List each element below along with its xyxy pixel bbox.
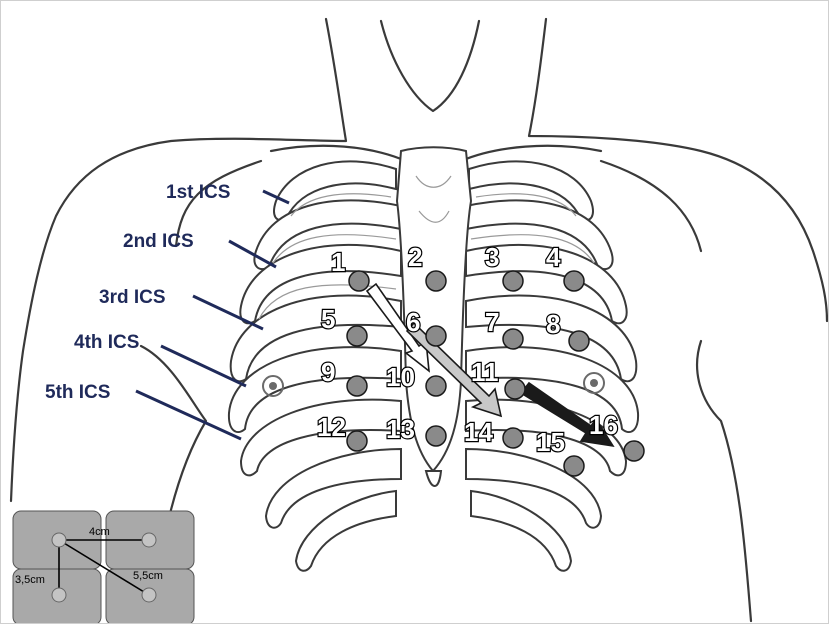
ics5-label: 5th ICS bbox=[45, 382, 110, 403]
point-14-label: 14 bbox=[464, 417, 493, 447]
point-11-label: 11 bbox=[471, 357, 499, 387]
legend-contact-2 bbox=[142, 533, 156, 547]
ics3-label: 3rd ICS bbox=[99, 287, 166, 308]
point-4-label: 4 bbox=[546, 242, 561, 272]
legend-contact-4 bbox=[142, 588, 156, 602]
point-1-label: 1 bbox=[331, 247, 345, 277]
point-8-marker bbox=[569, 331, 589, 351]
point-13-marker bbox=[426, 426, 446, 446]
point-13-label: 13 bbox=[386, 414, 415, 444]
point-16-marker bbox=[624, 441, 644, 461]
ics2-label: 2nd ICS bbox=[123, 231, 194, 252]
point-10-marker bbox=[426, 376, 446, 396]
point-7-marker bbox=[503, 329, 523, 349]
point-4-marker bbox=[564, 271, 584, 291]
point-9-label: 9 bbox=[321, 357, 335, 387]
point-12-marker bbox=[347, 431, 367, 451]
leader-line-ics5 bbox=[136, 391, 241, 439]
point-10-label: 10 bbox=[386, 362, 415, 392]
legend-diagonal-label: 5,5cm bbox=[133, 570, 163, 582]
point-3-marker bbox=[503, 271, 523, 291]
point-15-marker bbox=[564, 456, 584, 476]
point-2-label: 2 bbox=[408, 242, 422, 272]
legend-contact-3 bbox=[52, 588, 66, 602]
point-9-marker bbox=[347, 376, 367, 396]
point-8-label: 8 bbox=[546, 309, 560, 339]
legend-horizontal-label: 4cm bbox=[89, 526, 110, 538]
point-12-label: 12 bbox=[317, 412, 346, 442]
point-5-label: 5 bbox=[321, 304, 335, 334]
point-1-marker bbox=[349, 271, 369, 291]
point-3-label: 3 bbox=[485, 242, 499, 272]
spacing-legend: 4cm 3,5cm 5,5cm bbox=[13, 511, 194, 623]
ics4-label: 4th ICS bbox=[74, 332, 139, 353]
point-7-label: 7 bbox=[485, 307, 499, 337]
point-15-label: 15 bbox=[536, 427, 565, 457]
point-5-marker bbox=[347, 326, 367, 346]
point-11-marker bbox=[505, 379, 525, 399]
left-rib-cage bbox=[229, 161, 401, 570]
point-6-marker bbox=[426, 326, 446, 346]
point-16-label: 16 bbox=[589, 410, 618, 440]
ics-labels: 1st ICS 2nd ICS 3rd ICS 4th ICS 5th ICS bbox=[45, 182, 230, 403]
legend-vertical-label: 3,5cm bbox=[15, 574, 45, 586]
point-14-marker bbox=[503, 428, 523, 448]
point-6-label: 6 bbox=[406, 307, 420, 337]
point-2-marker bbox=[426, 271, 446, 291]
ics1-label: 1st ICS bbox=[166, 182, 230, 203]
legend-contact-1 bbox=[52, 533, 66, 547]
